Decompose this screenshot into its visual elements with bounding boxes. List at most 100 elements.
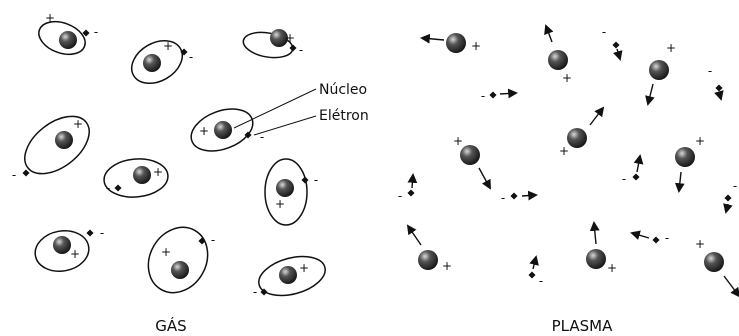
nucleus-ball (446, 33, 466, 53)
nucleus-ball (171, 261, 189, 279)
nucleus-ball (675, 147, 695, 167)
electron-charge-minus: - (622, 172, 626, 186)
velocity-arrow (617, 49, 620, 59)
velocity-arrow (479, 168, 490, 188)
gas-atom: +- (265, 159, 318, 225)
velocity-arrow (522, 195, 536, 196)
nucleus-ball (133, 166, 151, 184)
gas-caption: GÁS (155, 316, 186, 335)
nucleus-ball (704, 252, 724, 272)
electron-dot (22, 169, 29, 176)
electron-charge-minus: - (665, 231, 669, 245)
plasma-electron: - (708, 64, 723, 99)
plasma-electron: - (481, 89, 516, 103)
velocity-arrow (412, 175, 413, 188)
plasma-ion: + (422, 33, 481, 53)
velocity-arrow (408, 226, 421, 245)
electron-charge-minus: - (733, 179, 737, 193)
nucleus-ball (586, 249, 606, 269)
velocity-arrow (590, 108, 603, 125)
nucleus-charge-plus: + (199, 124, 209, 138)
electron-charge-minus: - (253, 285, 257, 299)
nucleus-ball (548, 50, 568, 70)
velocity-arrow (637, 156, 640, 172)
nucleus-ball (418, 250, 438, 270)
electron-charge-minus: - (94, 25, 98, 39)
gas-atom: +- (102, 156, 169, 199)
electron-dot (632, 173, 639, 180)
nucleus-charge-plus: + (45, 11, 55, 25)
velocity-arrow (632, 233, 649, 238)
plasma-ion: + (453, 134, 490, 188)
gas-panel: +-+-+-+-+-+-+-+-+-+- (12, 11, 330, 303)
electron-charge-minus: - (106, 181, 110, 195)
nucleus-charge-plus: + (153, 165, 163, 179)
nucleus-ball (214, 121, 232, 139)
gas-atom: +- (124, 32, 193, 92)
nucleus-ball (55, 131, 73, 149)
ion-charge-plus: + (471, 39, 481, 53)
ion-charge-plus: + (442, 259, 452, 273)
electron-leader-line (254, 116, 316, 135)
plasma-electron: - (398, 175, 415, 203)
ion-charge-plus: + (607, 261, 617, 275)
plasma-ion: + (675, 134, 705, 191)
electron-charge-minus: - (100, 226, 104, 240)
velocity-arrow (648, 84, 653, 104)
gas-atom: +- (137, 217, 219, 304)
nucleus-charge-plus: + (73, 117, 83, 131)
electron-charge-minus: - (189, 50, 193, 64)
electron-dot (489, 91, 496, 98)
electron-dot (301, 176, 308, 183)
electron-charge-minus: - (539, 274, 543, 288)
plasma-ion: + (648, 41, 676, 104)
nucleus-ball (53, 236, 71, 254)
gas-atom: +- (12, 105, 100, 185)
velocity-arrow (726, 204, 728, 212)
ion-charge-plus: + (562, 71, 572, 85)
nucleus-label: Núcleo (319, 82, 367, 98)
nucleus-ball (143, 54, 161, 72)
velocity-arrow (724, 276, 739, 296)
electron-charge-minus: - (481, 89, 485, 103)
velocity-arrow (719, 92, 721, 99)
electron-dot (289, 44, 296, 51)
electron-dot (652, 236, 659, 243)
nucleus-ball (276, 179, 294, 197)
velocity-arrow (500, 93, 516, 94)
velocity-arrow (679, 172, 681, 191)
ion-charge-plus: + (695, 134, 705, 148)
ion-charge-plus: + (453, 134, 463, 148)
electron-dot (724, 194, 731, 201)
velocity-arrow (594, 223, 596, 244)
nucleus-ball (279, 266, 297, 284)
electron-charge-minus: - (12, 168, 16, 182)
electron-dot (407, 189, 414, 196)
ion-charge-plus: + (559, 144, 569, 158)
nucleus-charge-plus: + (285, 31, 295, 45)
ion-charge-plus: + (695, 237, 705, 251)
electron-charge-minus: - (299, 43, 303, 57)
nucleus-ball (649, 60, 669, 80)
electron-dot (114, 184, 121, 191)
nucleus-charge-plus: + (275, 197, 285, 211)
electron-orbit (137, 217, 219, 304)
electron-dot (86, 229, 93, 236)
electron-charge-minus: - (211, 233, 215, 247)
nucleus-ball (59, 31, 77, 49)
plasma-electron: - (632, 231, 669, 245)
plasma-caption: PLASMA (552, 317, 613, 335)
ion-charge-plus: + (666, 41, 676, 55)
electron-dot (510, 192, 517, 199)
velocity-arrow (546, 26, 552, 42)
plasma-electron: - (622, 156, 640, 186)
plasma-electron: - (602, 25, 620, 59)
plasma-ion: + (546, 26, 572, 85)
electron-charge-minus: - (314, 173, 318, 187)
nucleus-charge-plus: + (299, 261, 309, 275)
electron-charge-minus: - (602, 25, 606, 39)
gas-atom: +- (34, 11, 98, 60)
electron-charge-minus: - (501, 191, 505, 205)
electron-charge-minus: - (708, 64, 712, 78)
plasma-electron: - (501, 191, 536, 205)
